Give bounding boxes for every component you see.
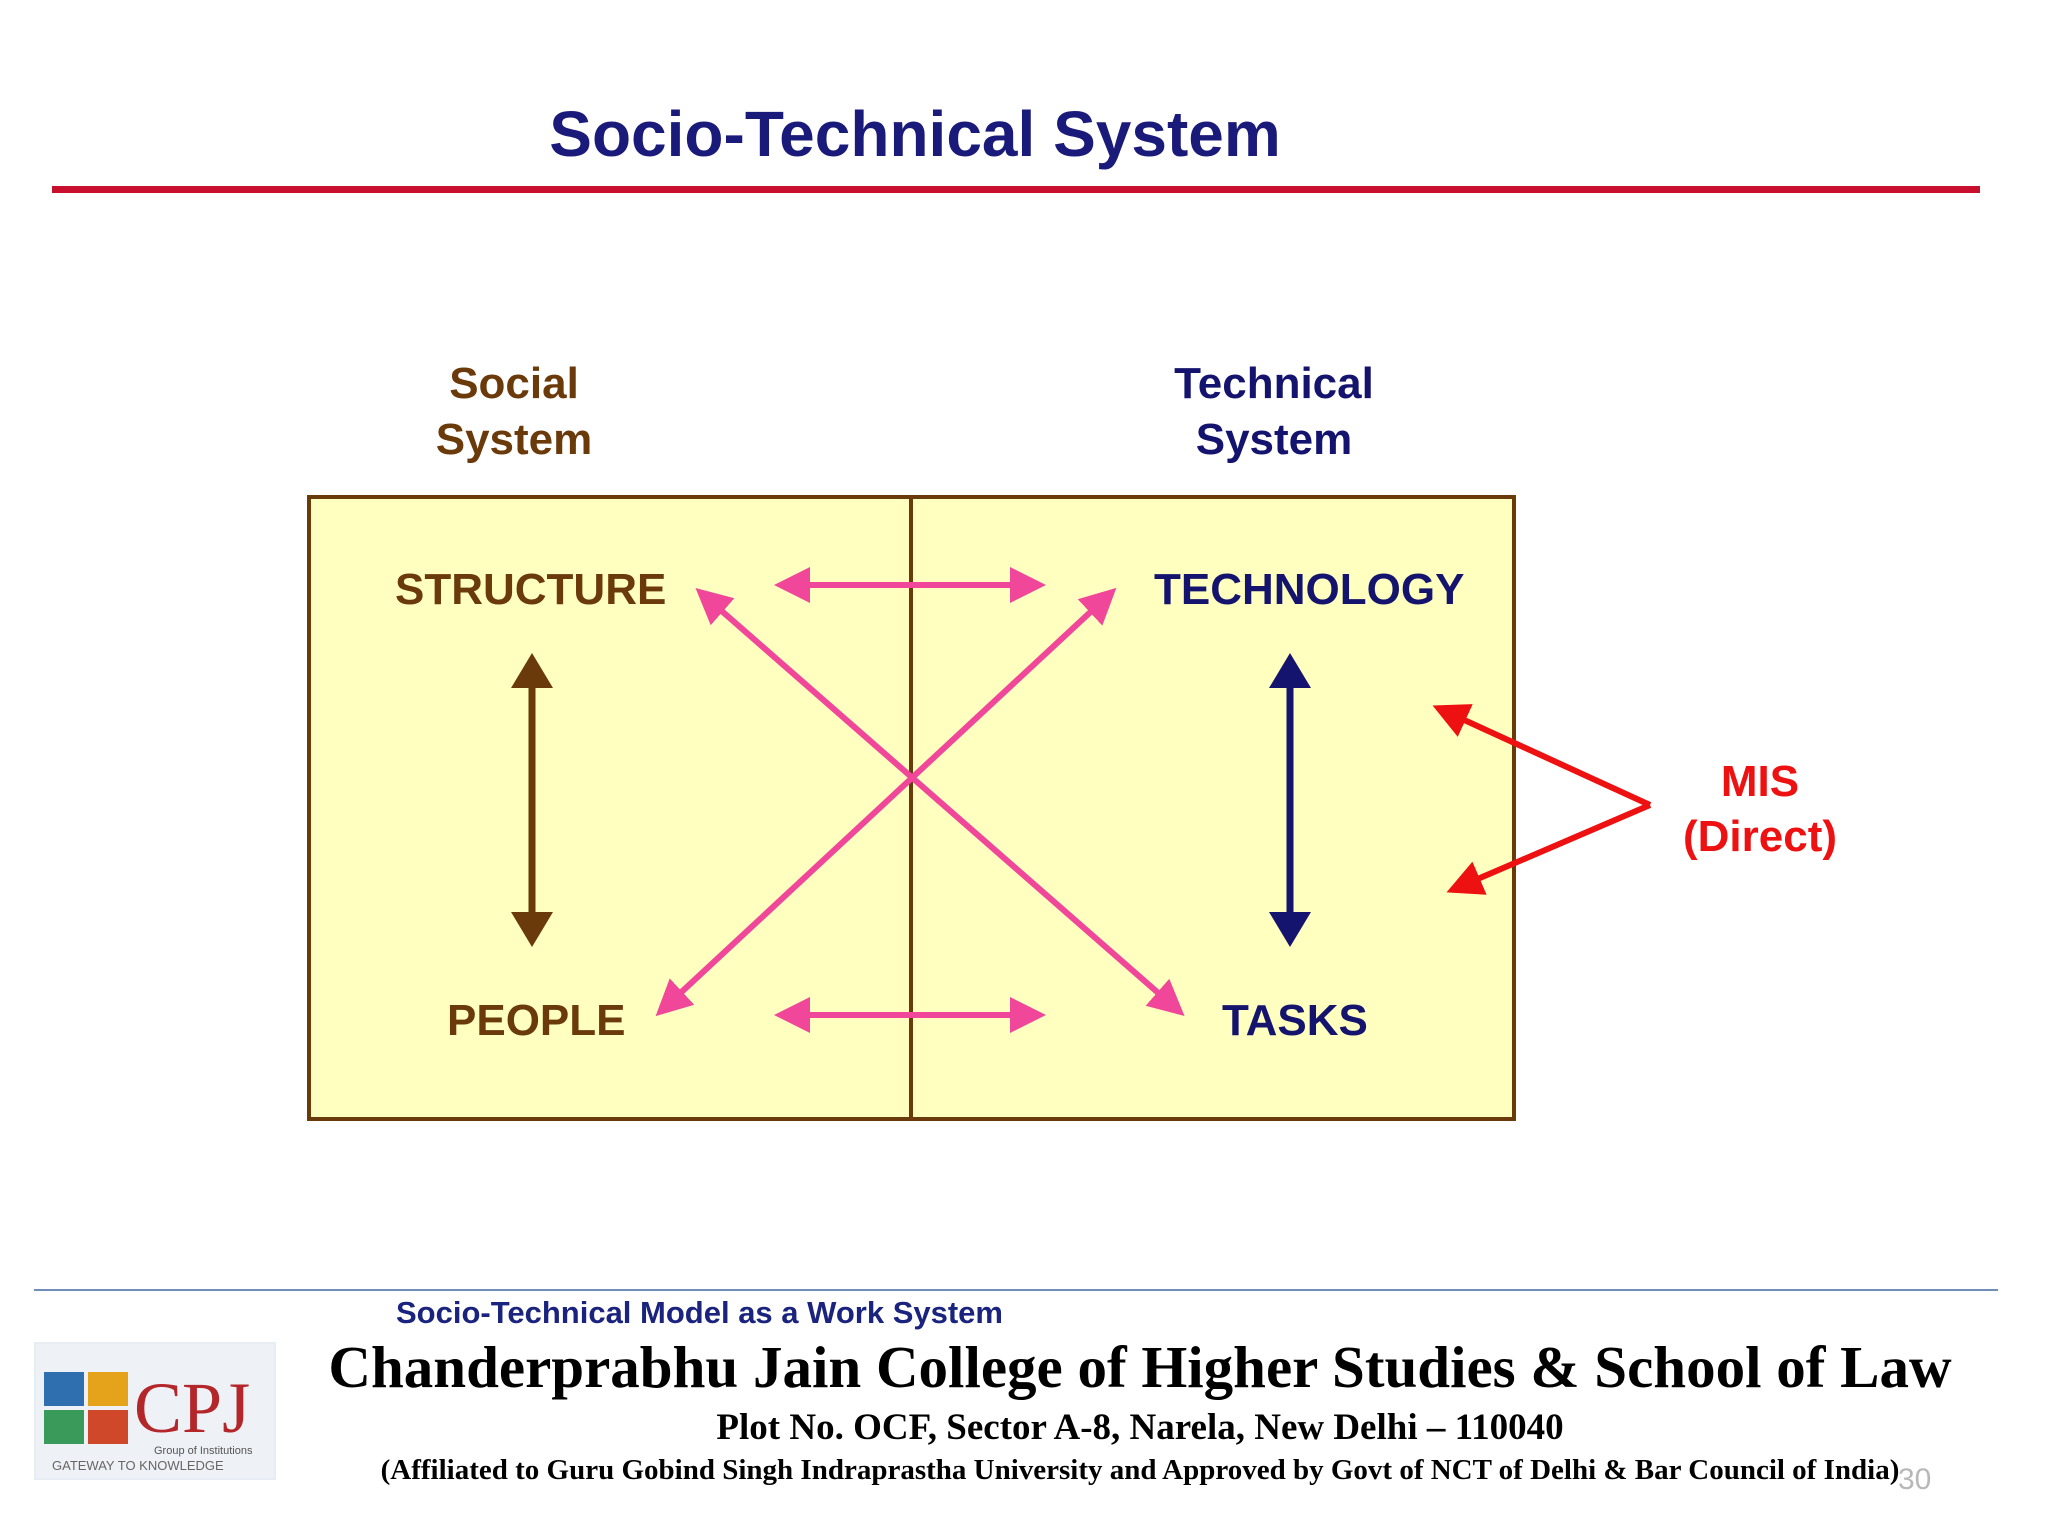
- node-tasks: TASKS: [1222, 996, 1368, 1045]
- logo-tagline: Group of Institutions: [154, 1445, 253, 1457]
- logo-text: CPJ: [134, 1368, 250, 1448]
- mis-arrow-lower: [1446, 802, 1652, 895]
- logo-icon: CPJ Group of Institutions GATEWAY TO KNO…: [36, 1344, 274, 1478]
- mis-arrow-upper: [1432, 704, 1652, 808]
- college-logo: CPJ Group of Institutions GATEWAY TO KNO…: [34, 1342, 276, 1480]
- mis-label-line2: (Direct): [1682, 812, 1838, 861]
- social-system-heading: Social System: [314, 356, 714, 468]
- node-technology: TECHNOLOGY: [1154, 565, 1465, 614]
- node-people: PEOPLE: [447, 996, 626, 1045]
- technical-system-heading: Technical System: [1074, 356, 1474, 468]
- mis-label-line1: MIS: [1720, 757, 1800, 806]
- slide-title: Socio-Technical System: [549, 98, 1281, 170]
- title-rule: [52, 186, 1980, 193]
- footer-rule: [34, 1289, 1998, 1291]
- technical-heading-line2: System: [1195, 415, 1353, 464]
- node-structure: STRUCTURE: [395, 565, 667, 614]
- technical-heading-line1: Technical: [1174, 359, 1374, 408]
- social-heading-line1: Social: [449, 359, 579, 408]
- diagram-caption: Socio-Technical Model as a Work System: [396, 1295, 1003, 1330]
- page-number: 30: [1898, 1463, 1932, 1496]
- college-name: Chanderprabhu Jain College of Higher Stu…: [328, 1334, 1952, 1400]
- mis-label: MIS (Direct): [1640, 754, 1880, 864]
- college-affiliation: (Affiliated to Guru Gobind Singh Indrapr…: [380, 1454, 1900, 1486]
- college-address: Plot No. OCF, Sector A-8, Narela, New De…: [716, 1407, 1564, 1448]
- arrow-people-technology: [655, 587, 1117, 1017]
- social-heading-line2: System: [435, 415, 593, 464]
- logo-subtext: GATEWAY TO KNOWLEDGE: [52, 1458, 224, 1473]
